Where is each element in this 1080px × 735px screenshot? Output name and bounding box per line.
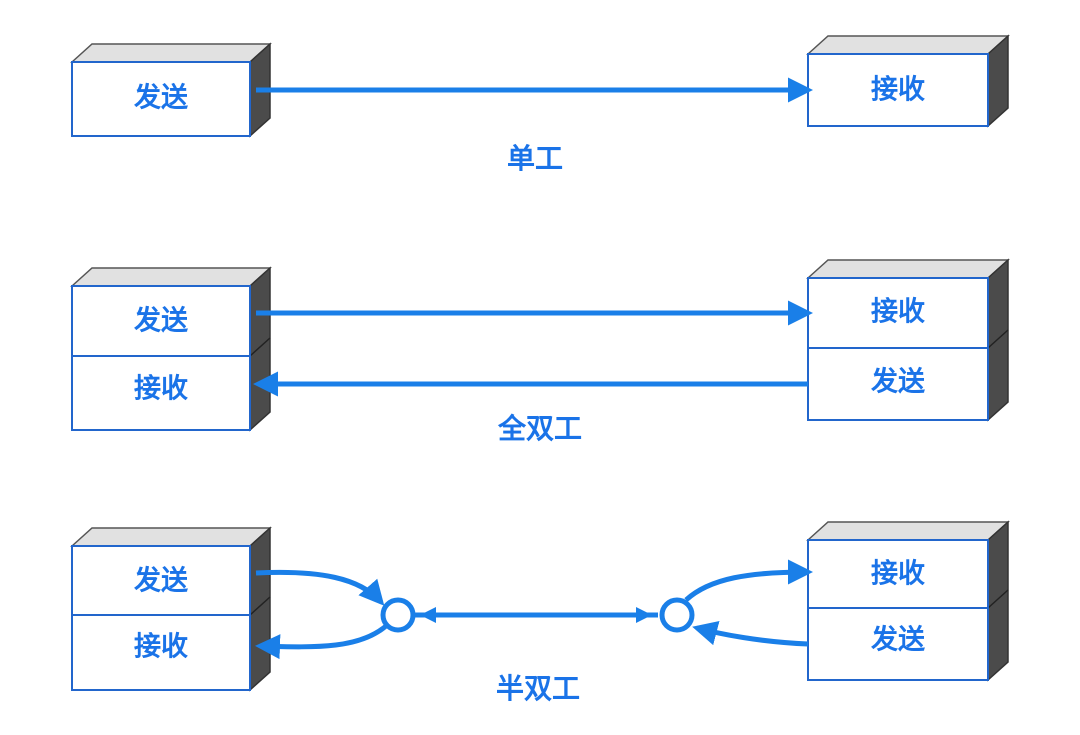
half-duplex-right-box: 接收 发送 (806, 520, 1010, 682)
half-duplex-right-send-to-switch (692, 620, 809, 647)
half-duplex-right-send-label: 发送 (870, 624, 925, 656)
full-duplex-left-send-label: 发送 (133, 305, 188, 337)
full-duplex-mode-label: 全双工 (497, 412, 582, 445)
half-duplex-right-receive-label: 接收 (871, 559, 925, 590)
half-duplex-section: 发送 接收 接收 发送 半双工 (70, 520, 1010, 705)
half-duplex-right-switch (659, 597, 695, 633)
half-duplex-left-receive-label: 接收 (134, 632, 188, 663)
half-duplex-switch-to-right-receive (684, 559, 813, 602)
simplex-right-receive-label: 接收 (871, 75, 925, 106)
half-duplex-switch-to-left-receive (255, 624, 388, 660)
half-duplex-left-send-to-switch (255, 569, 385, 606)
half-duplex-left-switch (380, 597, 416, 633)
half-duplex-channel-left-arrowhead (420, 607, 436, 623)
full-duplex-section: 发送 接收 接收 发送 全双工 (70, 258, 1010, 445)
half-duplex-mode-label: 半双工 (496, 672, 580, 705)
full-duplex-right-box: 接收 发送 (806, 258, 1010, 422)
full-duplex-right-receive-label: 接收 (871, 297, 925, 328)
half-duplex-channel-right-arrowhead (636, 607, 652, 623)
half-duplex-left-box: 发送 接收 (70, 526, 272, 692)
simplex-right-receive-box: 接收 (806, 34, 1010, 128)
simplex-left-send-label: 发送 (133, 82, 188, 114)
simplex-mode-label: 单工 (507, 142, 563, 175)
full-duplex-right-send-label: 发送 (870, 366, 925, 398)
simplex-section: 发送 接收 单工 (70, 34, 1010, 175)
half-duplex-left-send-label: 发送 (133, 565, 188, 597)
simplex-left-send-box: 发送 (70, 42, 272, 138)
full-duplex-left-box: 发送 接收 (70, 266, 272, 432)
full-duplex-left-receive-label: 接收 (134, 374, 188, 405)
